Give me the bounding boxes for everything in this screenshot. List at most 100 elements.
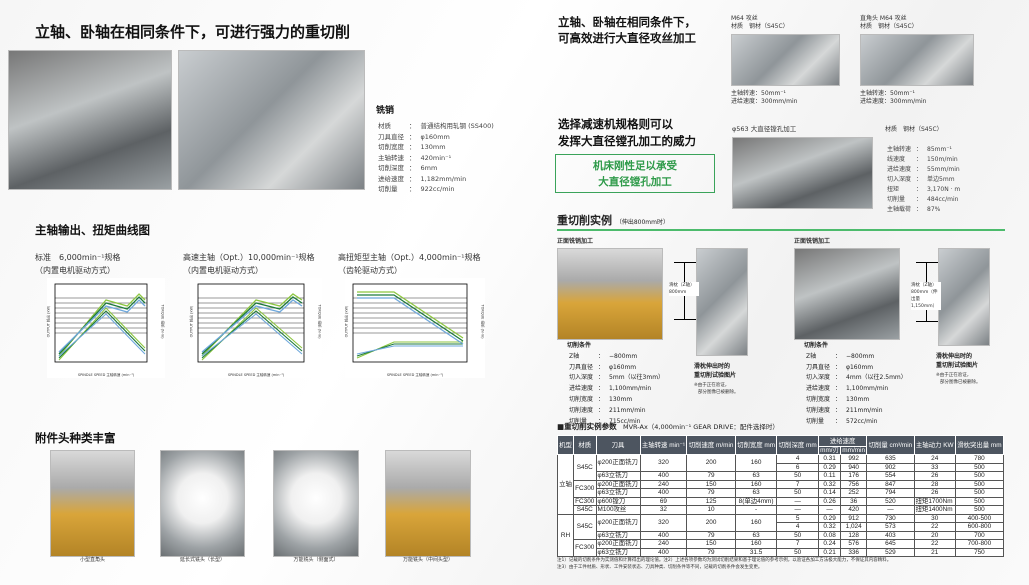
table-cell: 573: [866, 522, 915, 532]
condition-value: φ160mm: [609, 363, 637, 371]
table-cell: 63: [734, 530, 778, 540]
table-cell: 700: [954, 530, 1005, 540]
table-cell: 730: [866, 513, 915, 523]
tap-speed: 主轴转速：50mm⁻¹: [860, 90, 915, 97]
table-cell: 400: [639, 547, 688, 557]
chart-ylabel-right: TORQUE 扭矩 (N·m): [317, 304, 322, 339]
table-cell: S45C: [573, 513, 597, 540]
condition-row: 切削宽度：130mm: [806, 396, 910, 405]
condition-value: 130mm: [609, 395, 633, 403]
condition-key: Z轴: [806, 352, 817, 360]
table-cell: 24: [913, 454, 956, 464]
condition-value: −800mm: [846, 352, 875, 360]
chart-caption-line: （内置电机驱动方式）: [183, 266, 263, 275]
spec-value: 484cc/min: [927, 196, 959, 203]
tap-case-2-specs: 主轴转速：50mm⁻¹ 进给速度：300mm/min: [860, 90, 926, 106]
photo-ram-extended: [696, 248, 748, 356]
spec-key: 切入深度: [887, 176, 912, 183]
column-header: 切削速度 m/min: [686, 435, 736, 455]
spec-value: 150m/min: [927, 156, 958, 163]
column-header: 刀具: [595, 435, 641, 455]
conditions-title: 切削条件: [567, 342, 592, 349]
condition-value: 211mm/min: [846, 406, 883, 414]
table-cell: 0.32: [817, 522, 842, 532]
spec-value: 1,182mm/min: [420, 174, 467, 183]
condition-row: 切削速度：211mm/min: [806, 407, 910, 416]
table-cell: 0.08: [817, 530, 842, 540]
chart-caption-line: 高速主轴（Opt.）10,000min⁻¹规格: [183, 253, 315, 262]
table-cell: 780: [954, 454, 1005, 464]
table-cell: 600-800: [954, 522, 1005, 532]
column-header: 机型: [557, 435, 574, 455]
table-cell: 320: [639, 513, 688, 532]
table-cell: 32: [639, 505, 688, 515]
output-curve: [58, 293, 146, 357]
column-header: 进给速度: [817, 435, 868, 447]
table-cell: —: [776, 496, 819, 506]
spec-row: 切削量：922cc/min: [378, 185, 497, 194]
condition-colon: ：: [835, 406, 842, 414]
spec-value: 130mm: [420, 143, 446, 151]
output-curve: [357, 294, 464, 342]
spec-colon: ：: [409, 185, 416, 193]
table-cell: 320: [639, 454, 688, 472]
table-cell: 21: [913, 547, 956, 557]
boring-material: 材质 钢材（S45C）: [885, 126, 943, 133]
torque-curve: [356, 343, 463, 357]
photo-note: 部分图像已被删除。: [940, 380, 981, 385]
conditions-title: 切削条件: [804, 342, 829, 349]
tap-case-1-label: M64 攻丝 材质 钢材（S45C）: [731, 15, 789, 31]
output-curve: [58, 296, 146, 355]
heavy-cut-subtitle: （伸出800mm时）: [615, 219, 669, 226]
condition-key: 进给速度: [569, 385, 594, 393]
table-cell: 252: [840, 488, 868, 498]
table-cell: 240: [639, 539, 688, 549]
condition-colon: ：: [598, 406, 605, 414]
condition-key: 刀具直径: [569, 363, 594, 371]
table-title-text: ■重切削实例参数: [557, 422, 617, 431]
table-cell: 794: [866, 488, 915, 498]
photo-vertical-milling: [8, 50, 172, 190]
table-cell: 529: [866, 547, 915, 557]
table-cell: 500: [954, 488, 1005, 498]
condition-row: 切削量：715cc/min: [569, 418, 667, 427]
column-header: 切削宽度 mm: [734, 435, 778, 455]
boring-title-line: 发挥大直径镗孔加工的威力: [558, 134, 696, 148]
table-cell: 0.11: [817, 471, 842, 481]
callout-line: 机床刚性足以承受: [593, 160, 677, 172]
table-cell: φ63立铣刀: [595, 471, 641, 481]
output-curve: [58, 299, 146, 353]
tap-case-name: 直角头 M64 攻丝: [860, 15, 907, 22]
table-title: ■重切削实例参数 MVR-Ax（4,000min⁻¹ GEAR DRIVE：配件…: [557, 421, 779, 432]
table-cell: 500: [954, 505, 1005, 515]
column-header: 滑枕突出量 mm: [954, 435, 1005, 455]
table-cell: 28: [913, 479, 956, 489]
table-cell: 992: [840, 454, 868, 464]
output-torque-chart: SPINDLE SPEED 主轴转速 (min⁻¹)OUTPUT 输出 (kW)…: [189, 278, 322, 378]
chart-caption: 高速主轴（Opt.）10,000min⁻¹规格 （内置电机驱动方式）: [183, 251, 315, 277]
spec-colon: ：: [916, 186, 923, 193]
condition-key: 切入深度: [569, 374, 594, 382]
condition-value: −800mm: [609, 352, 638, 360]
photo-head-3: [273, 450, 359, 557]
chart-caption: 标准 6,000min⁻¹规格（内置电机驱动方式）: [35, 251, 120, 277]
spec-colon: ：: [409, 164, 416, 172]
table-cell: 4: [776, 522, 819, 532]
table-cell: 31.5: [734, 547, 778, 557]
column-header: 材质: [573, 435, 597, 455]
photo-caption-line: 滑枕伸出时的: [694, 363, 731, 370]
photo-boring: [732, 137, 873, 209]
table-note: 注1）记载的切削条件为实测值和计算得出的理论值。注2）上述各项参数均为测试切削结…: [557, 558, 892, 563]
condition-colon: ：: [835, 395, 842, 403]
chart-caption-line: 标准 6,000min⁻¹规格: [35, 253, 121, 262]
head-caption: 万能铣头（中间头型）: [402, 557, 453, 563]
column-header: 主轴转速 min⁻¹: [639, 435, 688, 455]
table-cell: FC300: [573, 496, 597, 506]
table-cell: 756: [840, 479, 868, 489]
